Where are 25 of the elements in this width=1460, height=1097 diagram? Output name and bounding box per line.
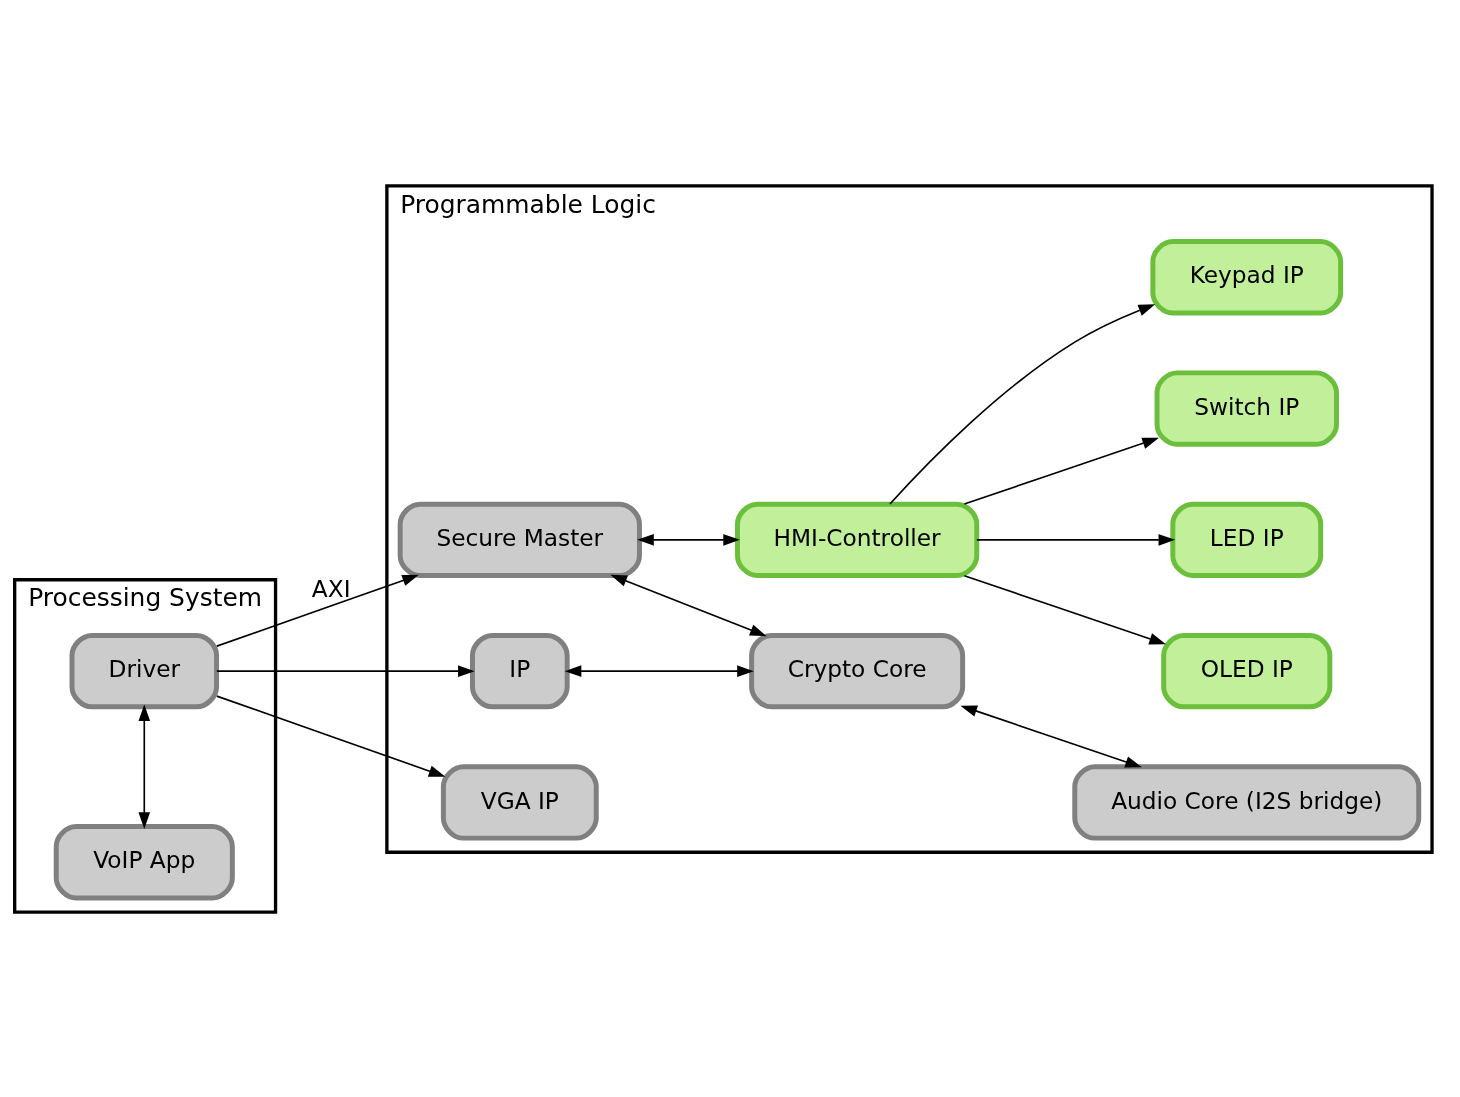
- node-box: Audio Core (I2S bridge): [1072, 763, 1422, 841]
- node-box: Switch IP: [1154, 369, 1339, 447]
- arrow: [960, 705, 1142, 767]
- node-box: IP: [469, 632, 570, 709]
- arrow: [216, 694, 446, 777]
- node-box: Secure Master: [397, 501, 642, 578]
- arrow: [889, 303, 1156, 505]
- arrow: [564, 664, 754, 677]
- node-box: OLED IP: [1161, 632, 1333, 709]
- edge-label: AXI: [311, 574, 351, 602]
- arrow: [963, 437, 1160, 505]
- node-box: Crypto Core: [749, 632, 966, 709]
- arrow: [138, 703, 151, 829]
- node-box: VGA IP: [440, 763, 599, 841]
- node-box: VoIP App: [53, 823, 235, 900]
- arrow: [963, 574, 1166, 644]
- arrow: [637, 533, 740, 546]
- arrow: [975, 533, 1176, 546]
- node-box: LED IP: [1170, 501, 1324, 578]
- node-box: Keypad IP: [1150, 238, 1344, 316]
- arrow: [216, 574, 419, 647]
- node-box: HMI-Controller: [735, 501, 980, 578]
- arrow: [610, 574, 767, 636]
- arrow: [216, 664, 475, 677]
- node-box: Driver: [69, 632, 220, 709]
